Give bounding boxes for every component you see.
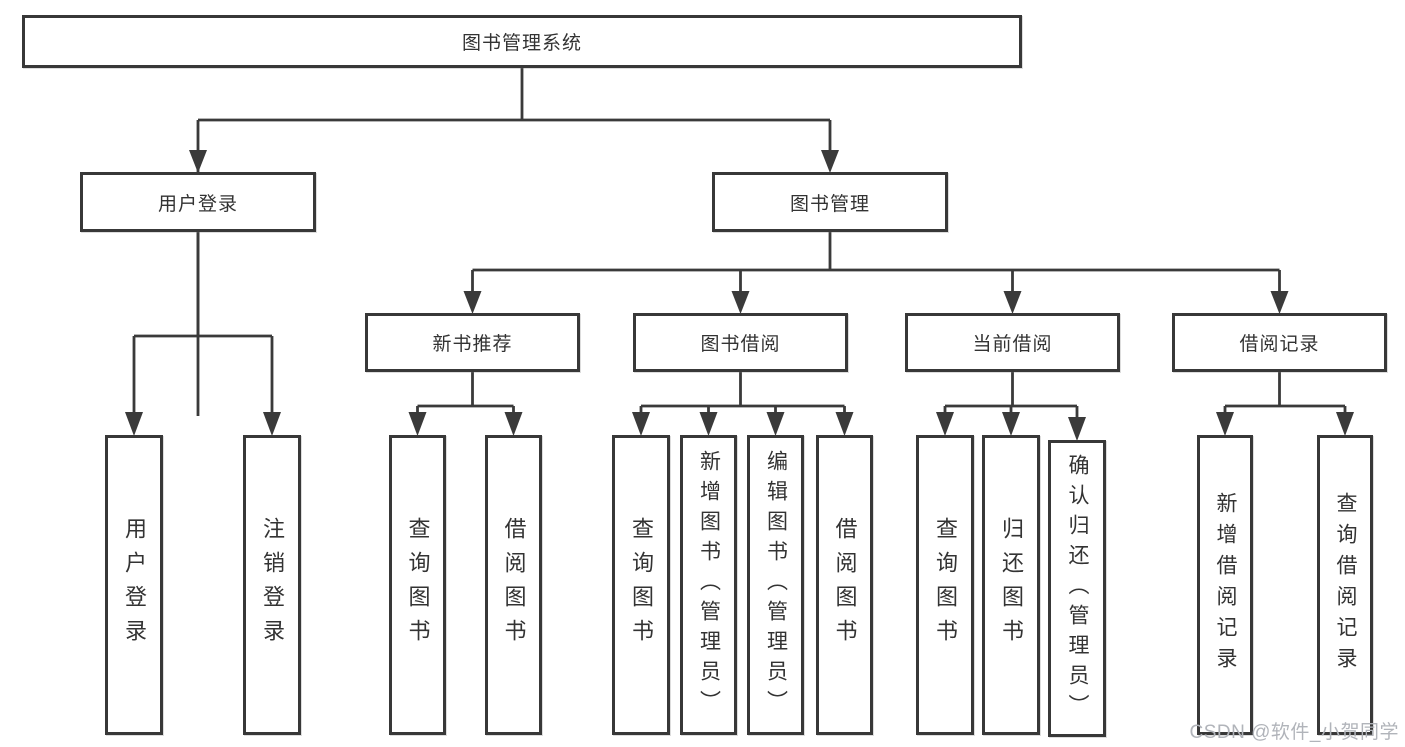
node-label: 图书管理系统: [461, 33, 582, 54]
node-label: 查询借阅记录: [1334, 492, 1357, 678]
node-label: 新增借阅记录: [1214, 492, 1237, 678]
node-new-book-recommend: 新书推荐: [365, 313, 580, 372]
node-label: 归还图书: [999, 517, 1024, 653]
node-label: 借阅图书: [832, 517, 858, 653]
leaf-add-book-admin: 新增图书（管理员）: [680, 435, 737, 735]
node-label: 注销登录: [260, 517, 285, 653]
leaf-return-books: 归还图书: [982, 435, 1040, 735]
node-label: 新增图书（管理员）: [697, 450, 721, 720]
leaf-query-books-2: 查询图书: [612, 435, 670, 735]
branch-book-management: [471, 232, 1281, 294]
branch-user-login: [132, 232, 274, 416]
node-current-borrow: 当前借阅: [905, 313, 1120, 372]
node-label: 借阅记录: [1239, 334, 1320, 355]
node-label: 查询图书: [933, 517, 958, 653]
node-label: 当前借阅: [972, 334, 1053, 355]
node-book-borrow: 图书借阅: [633, 313, 848, 372]
node-label: 新书推荐: [432, 334, 513, 355]
node-label: 用户登录: [157, 193, 238, 215]
leaf-query-borrow-record: 查询借阅记录: [1317, 435, 1373, 735]
leaf-borrow-books-1: 借阅图书: [485, 435, 542, 735]
csdn-watermark: CSDN @软件_小贺同学: [1189, 722, 1399, 743]
node-user-login: 用户登录: [80, 172, 316, 232]
branch-new-book: [416, 372, 515, 416]
node-borrow-records: 借阅记录: [1172, 313, 1387, 372]
node-label: 图书借阅: [700, 334, 781, 355]
leaf-borrow-books-2: 借阅图书: [816, 435, 873, 735]
node-label: 图书管理: [789, 193, 870, 215]
leaf-query-books-3: 查询图书: [916, 435, 974, 735]
leaf-confirm-return-admin: 确认归还（管理员）: [1048, 440, 1106, 737]
node-book-management: 图书管理: [712, 172, 948, 232]
leaf-query-books-1: 查询图书: [389, 435, 446, 735]
branch-borrow-records: [1223, 372, 1347, 416]
leaf-user-login: 用户登录: [105, 435, 163, 735]
branch-book-borrow: [639, 372, 846, 416]
node-root: 图书管理系统: [22, 15, 1022, 68]
node-label: 用户登录: [122, 517, 147, 653]
node-label: 查询图书: [629, 517, 654, 653]
node-label: 借阅图书: [501, 517, 527, 653]
leaf-add-borrow-record: 新增借阅记录: [1197, 435, 1253, 735]
leaf-logout: 注销登录: [243, 435, 301, 735]
node-label: 编辑图书（管理员）: [764, 450, 788, 720]
leaf-edit-book-admin: 编辑图书（管理员）: [747, 435, 804, 735]
branch-current-borrow: [943, 372, 1079, 421]
node-label: 确认归还（管理员）: [1066, 453, 1089, 724]
node-label: 查询图书: [405, 517, 431, 653]
